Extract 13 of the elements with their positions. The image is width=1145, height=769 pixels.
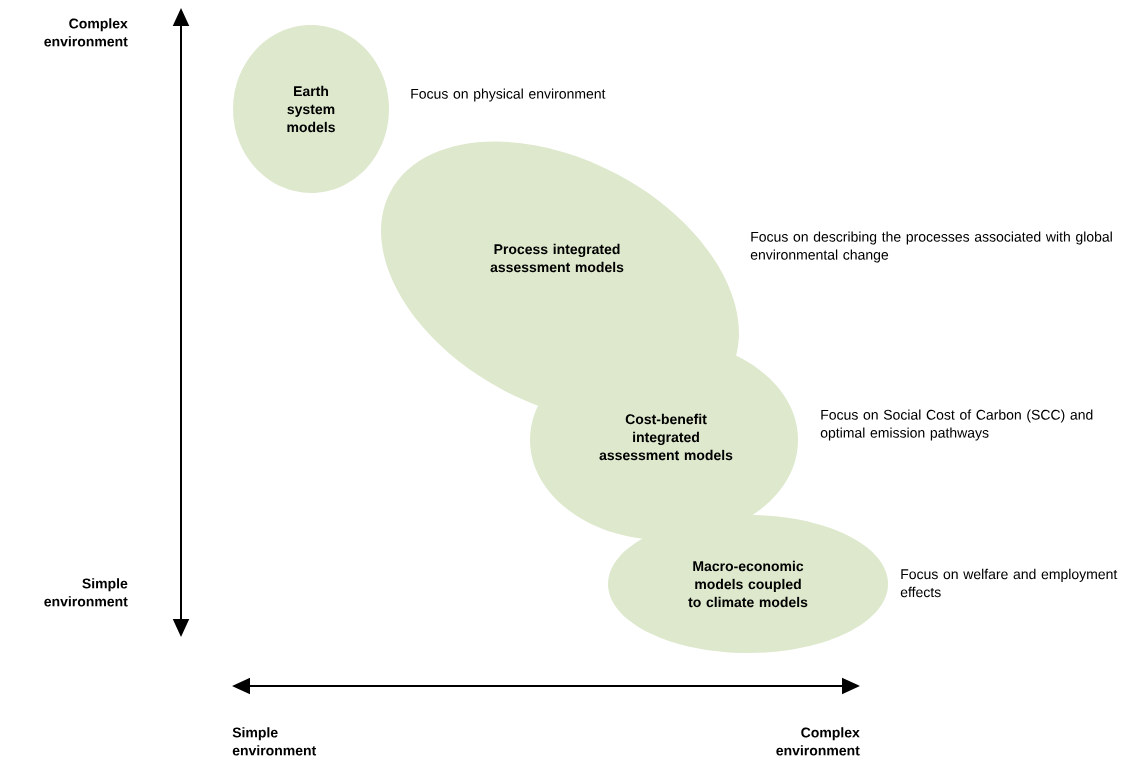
- description-text: Focus on physical environment: [411, 88, 606, 102]
- axis-label: Complex environment: [776, 727, 860, 756]
- description-text: Focus on welfare and employment effects: [900, 568, 1118, 598]
- axis-label: Simple environment: [44, 578, 128, 607]
- description-text: Focus on Social Cost of Carbon (SCC) and optimal emission pathways: [820, 409, 1093, 441]
- ellipse-node: Earth system models: [233, 25, 389, 193]
- ellipse-node: Cost-benefit integrated assessment models: [530, 340, 798, 540]
- axis-label: Simple environment: [232, 727, 317, 756]
- node-label: Macro-economic models coupled to climate models: [688, 560, 808, 608]
- ellipse-node: Macro-economic models coupled to climate models: [608, 515, 888, 653]
- node-label: Process integrated assessment models: [490, 243, 624, 273]
- axis-label: Complex environment: [44, 18, 128, 47]
- description-text: Focus on describing the processes associated with global environmental change: [750, 231, 1112, 263]
